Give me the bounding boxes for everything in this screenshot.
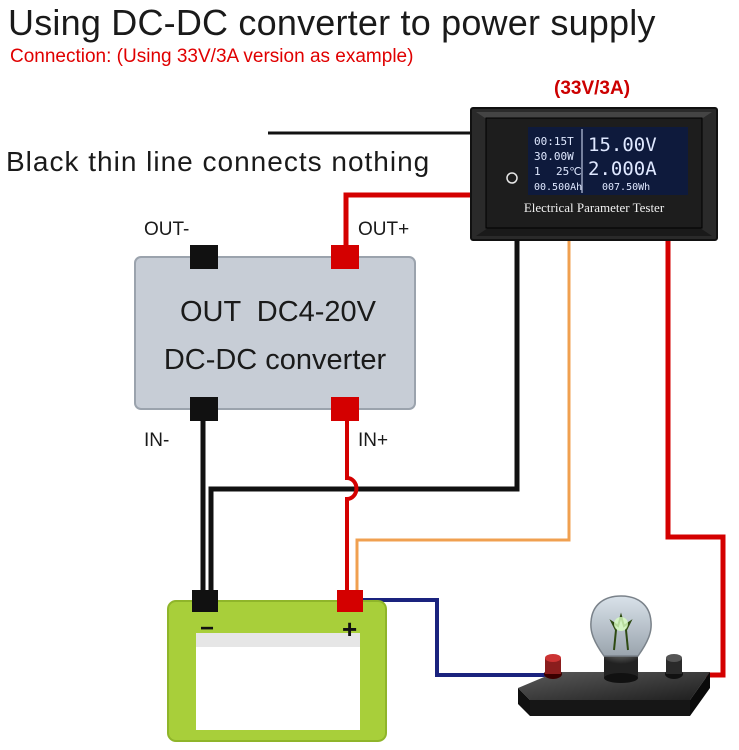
- black-wire-meter-battery: [208, 238, 520, 598]
- battery: − +: [167, 600, 387, 742]
- battery-plus-sign: +: [342, 614, 357, 644]
- meter-label: Electrical Parameter Tester: [524, 200, 665, 215]
- power-button-icon: [506, 172, 518, 184]
- lcd-power: 30.00W: [534, 150, 574, 163]
- blue-wire-battery-bulb: [362, 598, 548, 677]
- lcd-voltage: 15.00V: [588, 134, 657, 156]
- battery-minus-sign: −: [200, 615, 214, 642]
- red-wire-outplus-meter: [343, 192, 484, 255]
- terminal-out-plus: [331, 245, 359, 269]
- label-in-plus: IN+: [358, 430, 388, 451]
- lcd-channel: 1: [534, 165, 541, 178]
- connection-subtitle: Connection: (Using 33V/3A version as exa…: [10, 46, 414, 67]
- lcd-temp: 25℃: [556, 165, 582, 178]
- red-wire-inplus-battery: [345, 410, 359, 598]
- lcd-energy: 007.50Wh: [602, 182, 650, 193]
- lcd-capacity: 00.500Ah: [534, 182, 582, 193]
- battery-terminal-minus: [192, 590, 218, 612]
- lightbulb-icon: [518, 592, 710, 716]
- converter-line2: DC-DC converter: [164, 344, 387, 376]
- black-line-note: Black thin line connects nothing: [6, 146, 431, 177]
- orange-wire-meter-battery: [355, 238, 571, 598]
- lcd-current: 2.000A: [588, 158, 657, 180]
- version-label: (33V/3A): [554, 78, 631, 99]
- page-title: Using DC-DC converter to power supply: [8, 2, 656, 43]
- lcd-time: 00:15T: [534, 135, 574, 148]
- terminal-in-minus: [190, 397, 218, 421]
- terminal-out-minus: [190, 245, 218, 269]
- lcd-screen: [528, 127, 688, 195]
- dc-dc-converter: OUT DC4-20V DC-DC converter: [134, 256, 416, 410]
- label-out-minus: OUT-: [144, 219, 189, 240]
- converter-line1: OUT DC4-20V: [180, 296, 377, 328]
- parameter-tester-meter: 00:15T 30.00W 1 25℃ 00.500Ah 007.50Wh 15…: [470, 107, 718, 241]
- red-wire-meter-bulb: [665, 238, 726, 678]
- terminal-in-plus: [331, 397, 359, 421]
- label-out-plus: OUT+: [358, 219, 409, 240]
- label-in-minus: IN-: [144, 430, 169, 451]
- battery-terminal-plus: [337, 590, 363, 612]
